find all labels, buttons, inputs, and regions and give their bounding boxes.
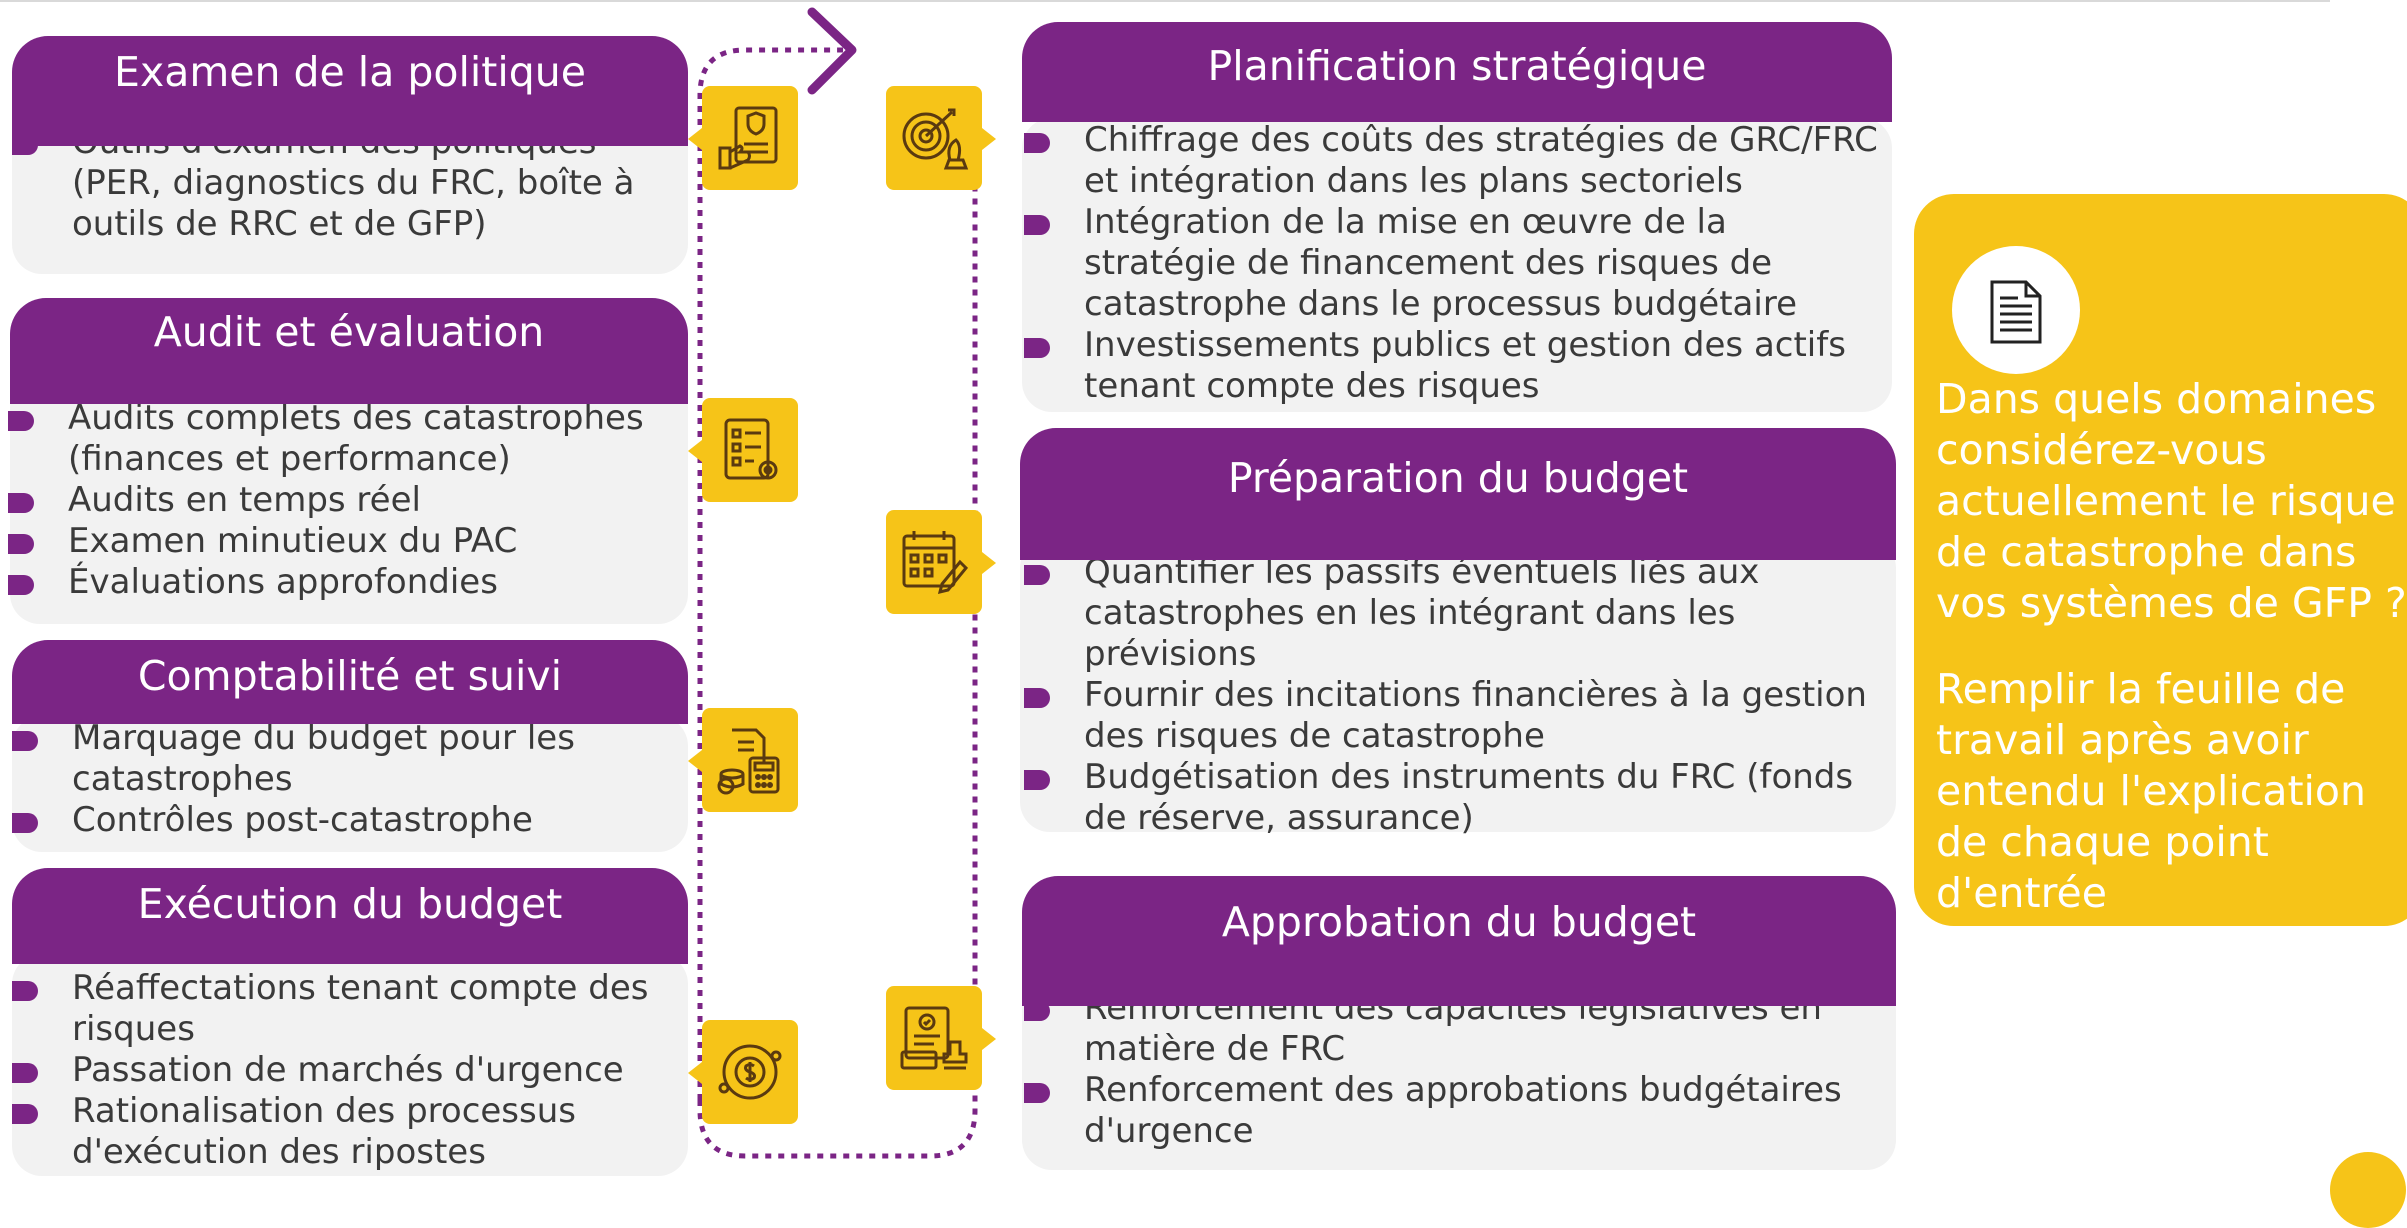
policy-shield-icon [688, 86, 798, 190]
card-preparation: Quantifier les passifs éventuels liés au… [1020, 428, 1896, 838]
dollar-cycle-icon [688, 1020, 798, 1124]
bullet-icon [12, 813, 38, 833]
list-item: Passation de marchés d'urgence [12, 1050, 682, 1091]
bullet-icon [1024, 770, 1050, 790]
card-audit-list: Audits complets des catastrophes (financ… [8, 398, 683, 603]
card-comptabilite-title: Comptabilité et suivi [12, 640, 688, 724]
list-item: Chiffrage des coûts des stratégies de GR… [1024, 120, 1884, 202]
bullet-icon [12, 731, 38, 751]
list-item: Audits complets des catastrophes (financ… [8, 398, 683, 480]
card-planification: Chiffrage des coûts des stratégies de GR… [1022, 22, 1892, 412]
bullet-icon [8, 534, 34, 554]
list-item: Audits en temps réel [8, 480, 683, 521]
list-item: Contrôles post-catastrophe [12, 800, 682, 841]
list-item: Intégration de la mise en œuvre de la st… [1024, 202, 1884, 325]
card-planification-title: Planification stratégique [1022, 22, 1892, 122]
card-approbation-title: Approbation du budget [1022, 876, 1896, 1006]
corner-badge [2330, 1152, 2406, 1228]
target-chess-icon [886, 86, 996, 190]
card-comptabilite-list: Marquage du budget pour les catastrophes… [12, 718, 682, 841]
card-execution: Réaffectations tenant compte des risques… [12, 868, 688, 1176]
bullet-icon [1024, 688, 1050, 708]
bullet-icon [1024, 1001, 1050, 1021]
card-examen: Outils d'examen des politiques (PER, dia… [12, 36, 688, 274]
list-item: Réaffectations tenant compte des risques [12, 968, 682, 1050]
approval-stamp-icon [886, 986, 996, 1090]
question-text: Dans quels domaines considérez-vous actu… [1936, 375, 2407, 627]
list-item: Budgétisation des instruments du FRC (fo… [1024, 757, 1890, 839]
calculator-coins-icon [688, 708, 798, 812]
bullet-icon [12, 981, 38, 1001]
card-audit: Audits complets des catastrophes (financ… [8, 298, 688, 624]
list-item: Investissements publics et gestion des a… [1024, 325, 1884, 407]
card-execution-title: Exécution du budget [12, 868, 688, 964]
card-execution-list: Réaffectations tenant compte des risques… [12, 968, 682, 1173]
card-audit-title: Audit et évaluation [10, 298, 688, 404]
cycle-path [697, 7, 978, 1159]
card-approbation: Renforcement des capacités législatives … [1022, 876, 1896, 1170]
bullet-icon [12, 1063, 38, 1083]
bullet-icon [8, 575, 34, 595]
checklist-gear-icon [688, 398, 798, 502]
bullet-icon [1024, 338, 1050, 358]
list-item: Évaluations approfondies [8, 562, 683, 603]
card-comptabilite: Marquage du budget pour les catastrophes… [12, 640, 688, 852]
bullet-icon [1024, 565, 1050, 585]
card-preparation-list: Quantifier les passifs éventuels liés au… [1024, 552, 1890, 839]
cycle-arrow-icon [807, 7, 857, 95]
bullet-icon [1024, 215, 1050, 235]
bullet-icon [12, 1104, 38, 1124]
top-divider [0, 0, 2330, 2]
list-item: Fournir des incitations financières à la… [1024, 675, 1890, 757]
list-item: Quantifier les passifs éventuels liés au… [1024, 552, 1890, 675]
calendar-pen-icon [886, 510, 996, 614]
list-item: Renforcement des approbations budgétaire… [1024, 1070, 1890, 1152]
list-item: Examen minutieux du PAC [8, 521, 683, 562]
card-approbation-list: Renforcement des capacités législatives … [1024, 988, 1890, 1152]
bullet-icon [8, 411, 34, 431]
card-examen-title: Examen de la politique [12, 36, 688, 146]
instruction-text: Remplir la feuille de travail après avoi… [1936, 665, 2366, 917]
list-item: Rationalisation des processus d'exécutio… [12, 1091, 682, 1173]
bullet-icon [8, 493, 34, 513]
card-planification-list: Chiffrage des coûts des stratégies de GR… [1024, 120, 1884, 407]
bullet-icon [1024, 133, 1050, 153]
card-preparation-title: Préparation du budget [1020, 428, 1896, 560]
list-item: Marquage du budget pour les catastrophes [12, 718, 682, 800]
document-icon [1952, 246, 2080, 374]
question-panel: Dans quels domaines considérez-vous actu… [1914, 194, 2407, 926]
bullet-icon [1024, 1083, 1050, 1103]
